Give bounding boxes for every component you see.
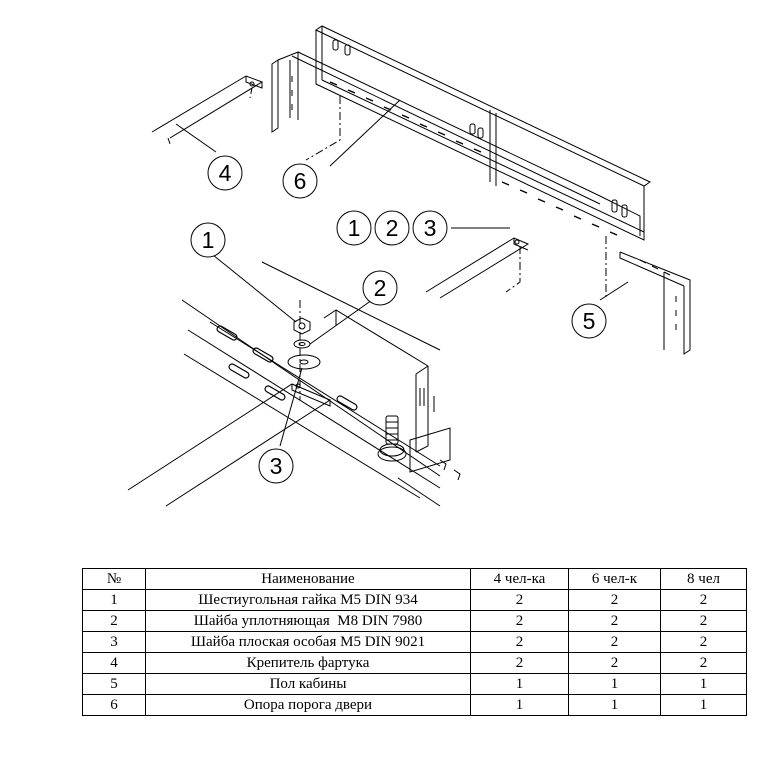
parts-table: № Наименование 4 чел-ка 6 чел-к 8 чел 1 …: [82, 568, 747, 716]
cell-num: 3: [82, 631, 146, 653]
table-row: 1 Шестиугольная гайка М5 DIN 934 2 2 2: [82, 589, 747, 611]
cell-num: 5: [82, 673, 146, 695]
svg-text:6: 6: [294, 168, 307, 194]
cell-num: 2: [82, 610, 146, 632]
cell-qty-6: 2: [568, 589, 661, 611]
cell-qty-4: 1: [470, 673, 569, 695]
cell-qty-8: 1: [660, 673, 747, 695]
callout-leaders: [175, 99, 629, 447]
cell-name: Шайба уплотняющая М8 DIN 7980: [145, 610, 471, 632]
cell-qty-8: 2: [660, 610, 747, 632]
cell-name: Крепитель фартука: [145, 652, 471, 674]
cell-qty-6: 2: [568, 631, 661, 653]
fastening-detail-drawing: [127, 261, 461, 507]
svg-text:1: 1: [348, 215, 361, 241]
cell-qty-8: 1: [660, 694, 747, 716]
cell-qty-6: 1: [568, 673, 661, 695]
callout-group-123: 1 2 3: [336, 210, 448, 246]
table-row: 3 Шайба плоская особая М5 DIN 9021 2 2 2: [82, 631, 747, 653]
cell-qty-8: 2: [660, 652, 747, 674]
cell-qty-6: 2: [568, 610, 661, 632]
callout-5: 5: [571, 303, 607, 339]
apron-fastener-drawing-2: [425, 237, 530, 299]
svg-text:3: 3: [270, 453, 283, 479]
table-header-row: № Наименование 4 чел-ка 6 чел-к 8 чел: [82, 568, 747, 590]
cell-qty-4: 2: [470, 631, 569, 653]
svg-text:1: 1: [202, 227, 215, 253]
table-row: 2 Шайба уплотняющая М8 DIN 7980 2 2 2: [82, 610, 747, 632]
assembly-drawing: 1 2 3 4 6 5 1 2 3: [127, 25, 691, 507]
table-row: 6 Опора порога двери 1 1 1: [82, 694, 747, 716]
svg-text:4: 4: [219, 160, 232, 186]
cell-num: 1: [82, 589, 146, 611]
cell-qty-8: 2: [660, 631, 747, 653]
cell-num: 6: [82, 694, 146, 716]
header-qty-8: 8 чел: [660, 568, 747, 590]
cell-qty-4: 2: [470, 610, 569, 632]
cell-qty-4: 2: [470, 652, 569, 674]
cell-qty-4: 2: [470, 589, 569, 611]
header-qty-6: 6 чел-к: [568, 568, 661, 590]
cell-num: 4: [82, 652, 146, 674]
callout-2: 2: [362, 270, 398, 306]
callout-1: 1: [190, 222, 226, 258]
callout-6: 6: [282, 163, 318, 199]
cell-qty-6: 2: [568, 652, 661, 674]
cell-name: Пол кабины: [145, 673, 471, 695]
cell-name: Шайба плоская особая М5 DIN 9021: [145, 631, 471, 653]
apron-fastener-drawing: [151, 75, 264, 145]
table-row: 5 Пол кабины 1 1 1: [82, 673, 747, 695]
cell-qty-4: 1: [470, 694, 569, 716]
svg-text:3: 3: [424, 215, 437, 241]
door-sill-support-drawing: [249, 25, 691, 355]
svg-text:5: 5: [583, 308, 596, 334]
svg-text:2: 2: [386, 215, 399, 241]
header-name: Наименование: [145, 568, 471, 590]
cell-qty-6: 1: [568, 694, 661, 716]
callout-3: 3: [258, 448, 294, 484]
cell-qty-8: 2: [660, 589, 747, 611]
cell-name: Шестиугольная гайка М5 DIN 934: [145, 589, 471, 611]
header-qty-4: 4 чел-ка: [470, 568, 569, 590]
callout-4: 4: [207, 155, 243, 191]
table-row: 4 Крепитель фартука 2 2 2: [82, 652, 747, 674]
cell-name: Опора порога двери: [145, 694, 471, 716]
svg-text:2: 2: [374, 275, 387, 301]
header-num: №: [82, 568, 146, 590]
